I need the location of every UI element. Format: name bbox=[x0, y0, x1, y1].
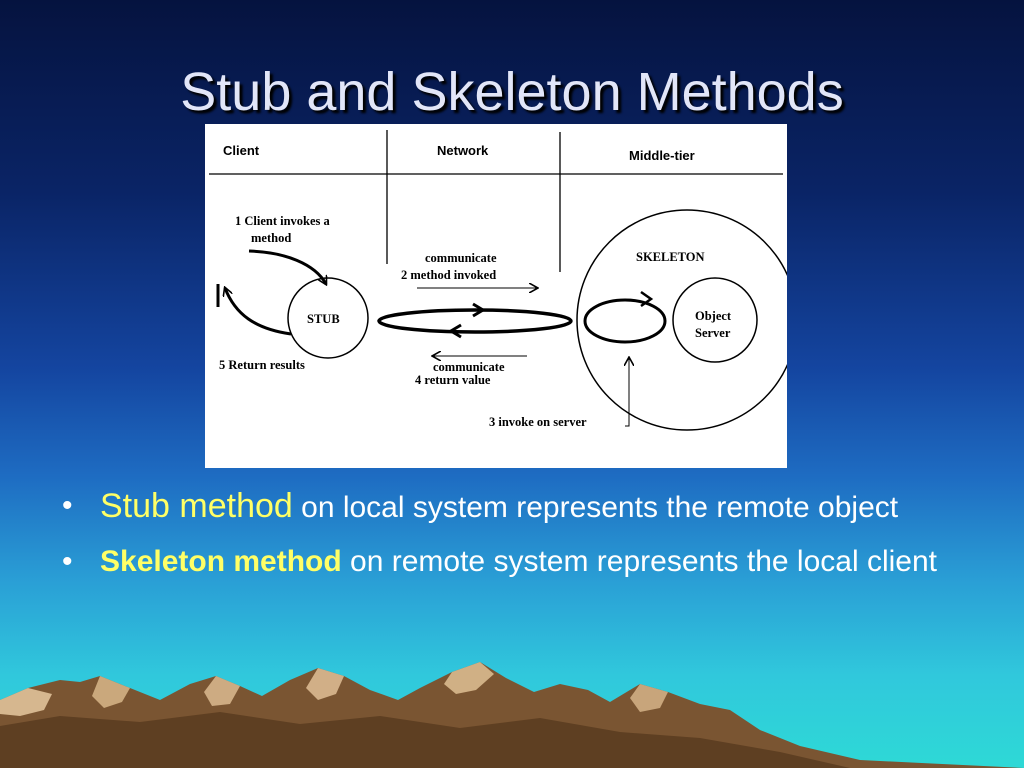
mountain-highlight bbox=[204, 676, 240, 706]
stub-circle bbox=[287, 277, 369, 359]
object-server-label-line1: Object bbox=[695, 309, 732, 323]
network-ellipse bbox=[377, 308, 573, 334]
column-header-network: Network bbox=[437, 143, 489, 158]
mountain-highlight bbox=[92, 676, 130, 708]
skeleton-method-highlight: Skeleton method bbox=[100, 545, 342, 578]
slide-title: Stub and Skeleton Methods bbox=[180, 62, 844, 122]
skeleton-label: SKELETON bbox=[636, 250, 705, 264]
stub-skeleton-diagram: Client Network Middle-tier 1 Client invo… bbox=[205, 124, 787, 468]
skeleton-circle bbox=[576, 209, 787, 431]
stub-label: STUB bbox=[307, 312, 340, 326]
object-server-label-line2: Server bbox=[695, 326, 731, 340]
mountain-highlight bbox=[444, 662, 494, 694]
mountain-highlight bbox=[630, 684, 668, 712]
step5-label: 5 Return results bbox=[219, 358, 305, 372]
bullet-list: • Stub method on local system represents … bbox=[62, 486, 972, 596]
bullet-item-skeleton: • Skeleton method on remote system repres… bbox=[62, 542, 972, 582]
step1-label-line2: method bbox=[251, 231, 291, 245]
step3-arrow bbox=[625, 358, 629, 427]
stub-method-highlight: Stub method bbox=[100, 487, 293, 525]
diagram-canvas: Client Network Middle-tier 1 Client invo… bbox=[209, 130, 787, 431]
skeleton-loop bbox=[583, 298, 667, 344]
step2-label-line2: 2 method invoked bbox=[401, 268, 496, 282]
step4-label-line2: 4 return value bbox=[415, 373, 491, 387]
network-arrow-left bbox=[448, 323, 462, 339]
bullet-dot-icon: • bbox=[62, 545, 73, 578]
step4-label-line1: communicate bbox=[433, 360, 505, 374]
skeleton-method-text: on remote system represents the local cl… bbox=[341, 545, 937, 578]
mountain-range-front bbox=[0, 712, 850, 768]
mountain-highlight bbox=[0, 688, 52, 716]
object-server-circle bbox=[672, 277, 758, 363]
bullet-item-stub: • Stub method on local system represents … bbox=[62, 486, 972, 528]
step2-label-line1: communicate bbox=[425, 251, 497, 265]
bullet-dot-icon: • bbox=[62, 489, 73, 522]
column-header-client: Client bbox=[223, 143, 260, 158]
step1-label-line1: 1 Client invokes a bbox=[235, 214, 331, 228]
stub-method-text: on local system represents the remote ob… bbox=[292, 491, 899, 524]
column-header-middle-tier: Middle-tier bbox=[629, 148, 695, 163]
network-arrow-right bbox=[472, 302, 486, 318]
return-arrow bbox=[225, 288, 292, 336]
mountain-highlight bbox=[306, 668, 344, 700]
step3-label: 3 invoke on server bbox=[489, 415, 587, 429]
skeleton-loop-arrow bbox=[640, 290, 654, 308]
